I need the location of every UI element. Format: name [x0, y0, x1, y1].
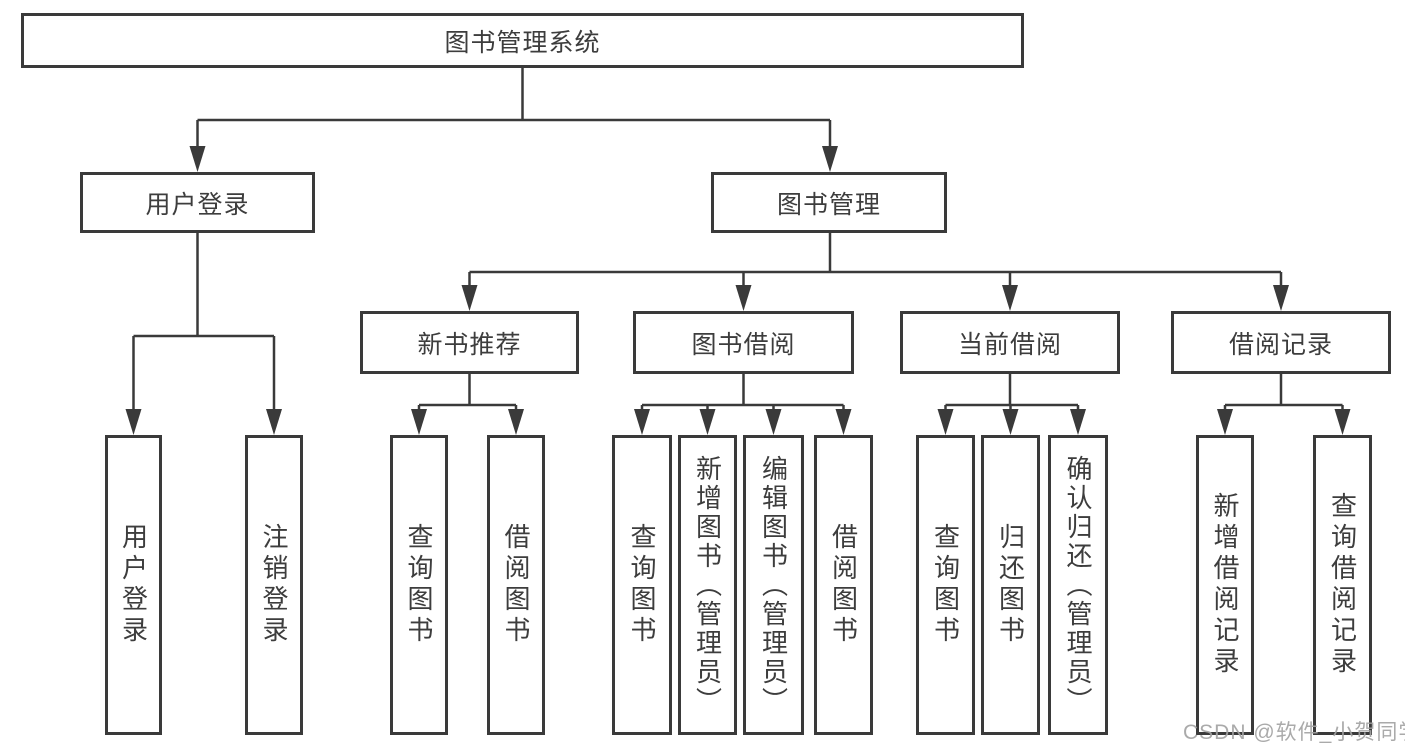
leaf-current-confirm-return-admin: 确认归还（管理员） — [1048, 435, 1108, 735]
leaf-current-confirm-return-admin-label: 确认归还（管理员） — [1063, 454, 1093, 716]
leaf-recommend-borrow-book-label: 借阅图书 — [501, 523, 531, 647]
leaf-borrow-query-book: 查询图书 — [612, 435, 672, 735]
leaf-borrow-edit-book-admin: 编辑图书（管理员） — [743, 435, 804, 735]
node-root-system: 图书管理系统 — [21, 13, 1024, 68]
node-book-borrow-label: 图书借阅 — [691, 330, 796, 359]
node-new-book-recommend: 新书推荐 — [360, 311, 579, 374]
node-root-system-label: 图书管理系统 — [444, 28, 601, 57]
connector-root-to-level2 — [189, 68, 838, 172]
leaf-record-query-borrow-record-label: 查询借阅记录 — [1327, 492, 1358, 678]
node-new-book-recommend-label: 新书推荐 — [417, 330, 522, 359]
leaf-current-return-book-label: 归还图书 — [995, 523, 1026, 647]
connector-recommend-to-leaves — [411, 374, 524, 435]
node-borrow-record-label: 借阅记录 — [1228, 330, 1333, 359]
node-current-borrow: 当前借阅 — [900, 311, 1120, 374]
leaf-logout: 注销登录 — [245, 435, 303, 735]
leaf-current-query-book-label: 查询图书 — [930, 523, 961, 647]
leaf-borrow-query-book-label: 查询图书 — [627, 523, 657, 647]
leaf-borrow-borrow-book: 借阅图书 — [814, 435, 873, 735]
csdn-watermark: CSDN @软件_小贺同学 — [1183, 721, 1405, 744]
leaf-recommend-query-book: 查询图书 — [390, 435, 448, 735]
node-book-management-label: 图书管理 — [776, 190, 881, 219]
connector-record-to-leaves — [1217, 374, 1351, 435]
leaf-recommend-query-book-label: 查询图书 — [404, 523, 434, 647]
leaf-borrow-add-book-admin: 新增图书（管理员） — [678, 435, 737, 735]
node-current-borrow-label: 当前借阅 — [957, 330, 1062, 359]
leaf-record-query-borrow-record: 查询借阅记录 — [1313, 435, 1372, 735]
connector-current-to-leaves — [937, 374, 1086, 435]
node-user-login-label: 用户登录 — [145, 190, 250, 219]
node-user-login: 用户登录 — [80, 172, 315, 233]
leaf-record-add-borrow-record-label: 新增借阅记录 — [1210, 492, 1240, 678]
leaf-current-return-book: 归还图书 — [981, 435, 1040, 735]
node-borrow-record: 借阅记录 — [1171, 311, 1391, 374]
connector-login-to-leaves — [125, 233, 282, 435]
connector-borrow-to-leaves — [634, 374, 852, 435]
leaf-borrow-edit-book-admin-label: 编辑图书（管理员） — [758, 454, 789, 716]
leaf-user-login-label: 用户登录 — [118, 523, 149, 647]
leaf-user-login: 用户登录 — [105, 435, 162, 735]
leaf-current-query-book: 查询图书 — [916, 435, 975, 735]
leaf-record-add-borrow-record: 新增借阅记录 — [1196, 435, 1254, 735]
node-book-borrow: 图书借阅 — [633, 311, 854, 374]
leaf-logout-label: 注销登录 — [259, 523, 289, 647]
leaf-borrow-borrow-book-label: 借阅图书 — [828, 523, 859, 647]
connector-mgmt-to-level3 — [461, 233, 1289, 311]
leaf-borrow-add-book-admin-label: 新增图书（管理员） — [692, 454, 723, 716]
node-book-management: 图书管理 — [711, 172, 947, 233]
leaf-recommend-borrow-book: 借阅图书 — [487, 435, 545, 735]
